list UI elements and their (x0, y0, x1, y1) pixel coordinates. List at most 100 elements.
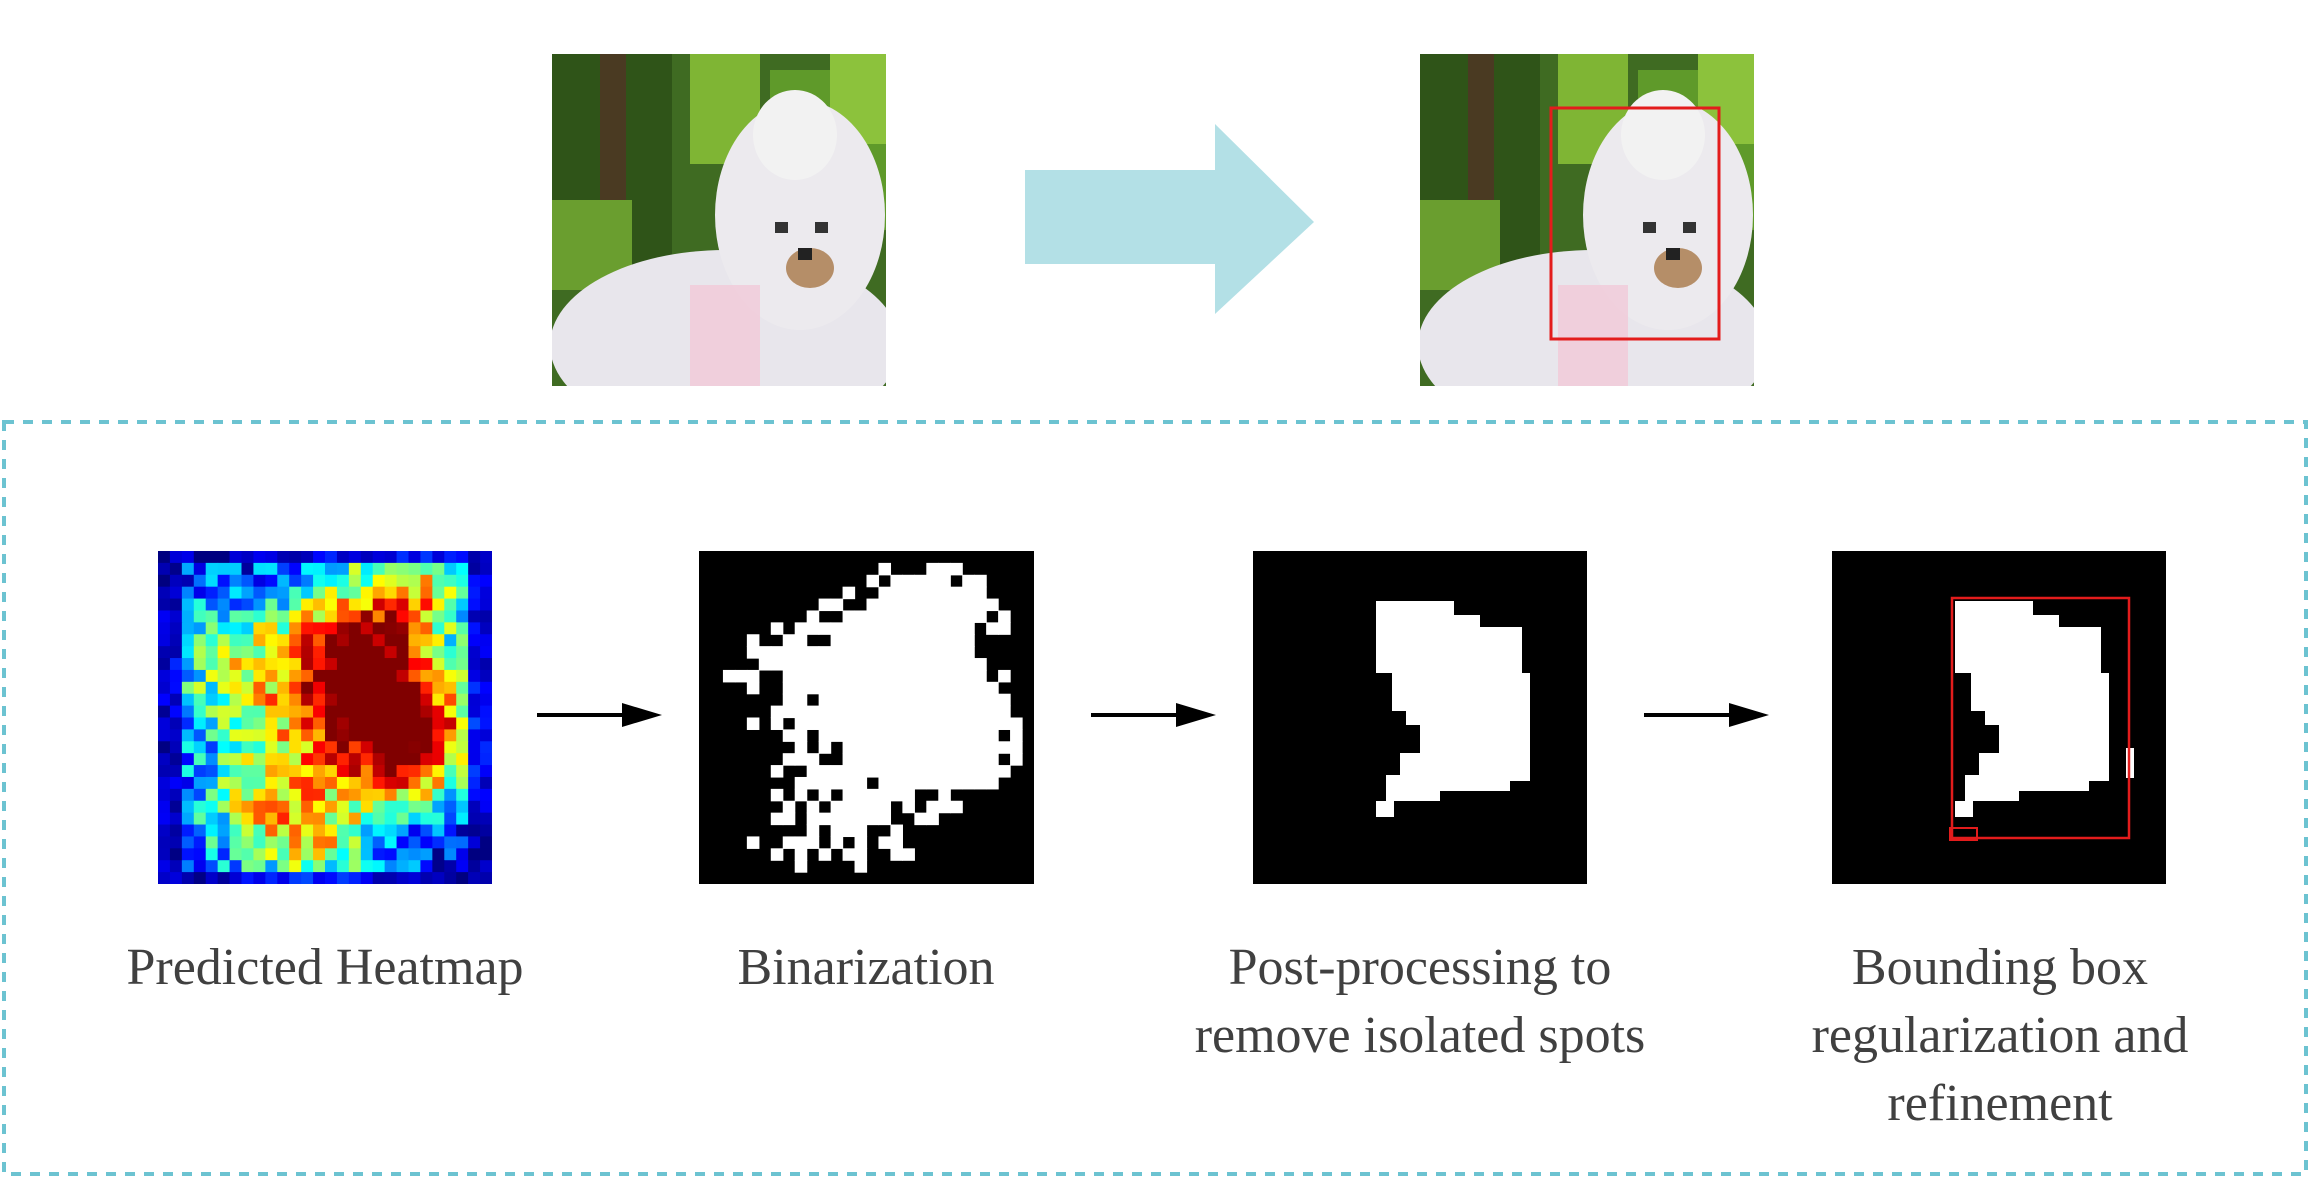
heatmap-cell (480, 717, 492, 730)
heatmap-cell (313, 776, 326, 790)
binarization-cell (746, 669, 760, 683)
heatmap-cell (480, 658, 492, 671)
heatmap-cell (265, 788, 278, 802)
heatmap-cell (158, 717, 171, 730)
heatmap-cell (169, 646, 183, 659)
heatmap-cell (277, 812, 290, 826)
binarization-cell (854, 669, 868, 683)
heatmap-cell (336, 753, 350, 766)
heatmap-cell (277, 551, 290, 564)
heatmap-cell (396, 729, 410, 742)
heatmap-cell (360, 836, 374, 849)
binarization-cell (914, 610, 927, 623)
heatmap-cell (408, 574, 422, 588)
binarization-cell (902, 646, 915, 659)
heatmap-cell (217, 634, 231, 647)
heatmap-cell (253, 812, 266, 826)
heatmap-cell (348, 848, 362, 861)
heatmap-cell (372, 836, 386, 849)
heatmap-cell (372, 681, 386, 695)
heatmap-cell (336, 610, 350, 623)
heatmap-cell (158, 848, 171, 861)
heatmap-cell (205, 812, 219, 826)
binarization-cell (806, 836, 820, 849)
heatmap-cell (217, 800, 231, 814)
binarization-cell (926, 634, 939, 647)
heatmap-cell (289, 788, 302, 802)
heatmap-cell (217, 598, 231, 612)
heatmap-cell (313, 836, 326, 849)
binarization-cell (962, 634, 975, 647)
heatmap-cell (396, 872, 410, 884)
binarization-cell (830, 765, 844, 778)
heatmap-cell (289, 848, 302, 861)
heatmap-cell (301, 741, 314, 754)
binarization-cell (902, 634, 915, 647)
heatmap-cell (169, 622, 183, 635)
binarization-cell (830, 776, 844, 790)
heatmap-cell (253, 551, 266, 564)
heatmap-cell (241, 848, 255, 861)
heatmap-cell (229, 753, 243, 766)
heatmap-cell (432, 824, 445, 838)
heatmap-cell (241, 705, 255, 719)
heatmap-cell (205, 729, 219, 742)
heatmap-cell (360, 693, 374, 707)
binarization-cell (974, 610, 987, 623)
heatmap-cell (325, 741, 338, 754)
heatmap-cell (396, 658, 410, 671)
heatmap-cell (325, 753, 338, 766)
binarization-cell (854, 693, 868, 707)
heatmap-cell (313, 860, 326, 873)
heatmap-cell (360, 776, 374, 790)
heatmap-cell (456, 729, 469, 742)
binarization-cell (878, 598, 892, 612)
heatmap-cell (444, 551, 457, 564)
binarization-cell (938, 788, 951, 802)
heatmap-cell (181, 658, 195, 671)
heatmap-cell (277, 800, 290, 814)
heatmap-cell (408, 586, 422, 600)
heatmap-cell (265, 634, 278, 647)
heatmap-cell (181, 634, 195, 647)
binarization-cell (842, 765, 856, 778)
heatmap-cell (384, 788, 398, 802)
heatmap-cell (313, 658, 326, 671)
heatmap-cell (289, 610, 302, 623)
heatmap-cell (265, 646, 278, 659)
binarization-cell (830, 598, 844, 612)
heatmap-cell (384, 669, 398, 683)
binarization-cell (950, 753, 963, 766)
binarization-cell (962, 776, 975, 790)
heatmap-cell (289, 586, 302, 600)
binarization-cell (938, 658, 951, 671)
heatmap-cell (181, 598, 195, 612)
heatmap-cell (253, 741, 266, 754)
binarization-cell (830, 681, 844, 695)
binarization-cell (794, 729, 808, 742)
binarization-cell (878, 610, 892, 623)
binarization-cell (866, 741, 880, 754)
binarization-cell (974, 658, 987, 671)
heatmap-cell (217, 776, 231, 790)
heatmap-cell (241, 693, 255, 707)
heatmap-cell (325, 776, 338, 790)
binarization-cell (938, 753, 951, 766)
heatmap-cell (169, 776, 183, 790)
heatmap-cell (181, 669, 195, 683)
heatmap-cell (325, 788, 338, 802)
heatmap-cell (158, 776, 171, 790)
heatmap-cell (444, 753, 457, 766)
binarization-cell (962, 717, 975, 730)
heatmap-cell (444, 800, 457, 814)
big-arrow (1025, 124, 1314, 314)
heatmap-cell (444, 610, 457, 623)
binarization-cell (926, 622, 939, 635)
heatmap-cell (468, 753, 481, 766)
heatmap-cell (360, 681, 374, 695)
binarization-cell (818, 776, 832, 790)
heatmap-cell (420, 551, 433, 564)
heatmap-cell (158, 574, 171, 588)
heatmap-cell (253, 860, 266, 873)
heatmap-cell (277, 717, 290, 730)
